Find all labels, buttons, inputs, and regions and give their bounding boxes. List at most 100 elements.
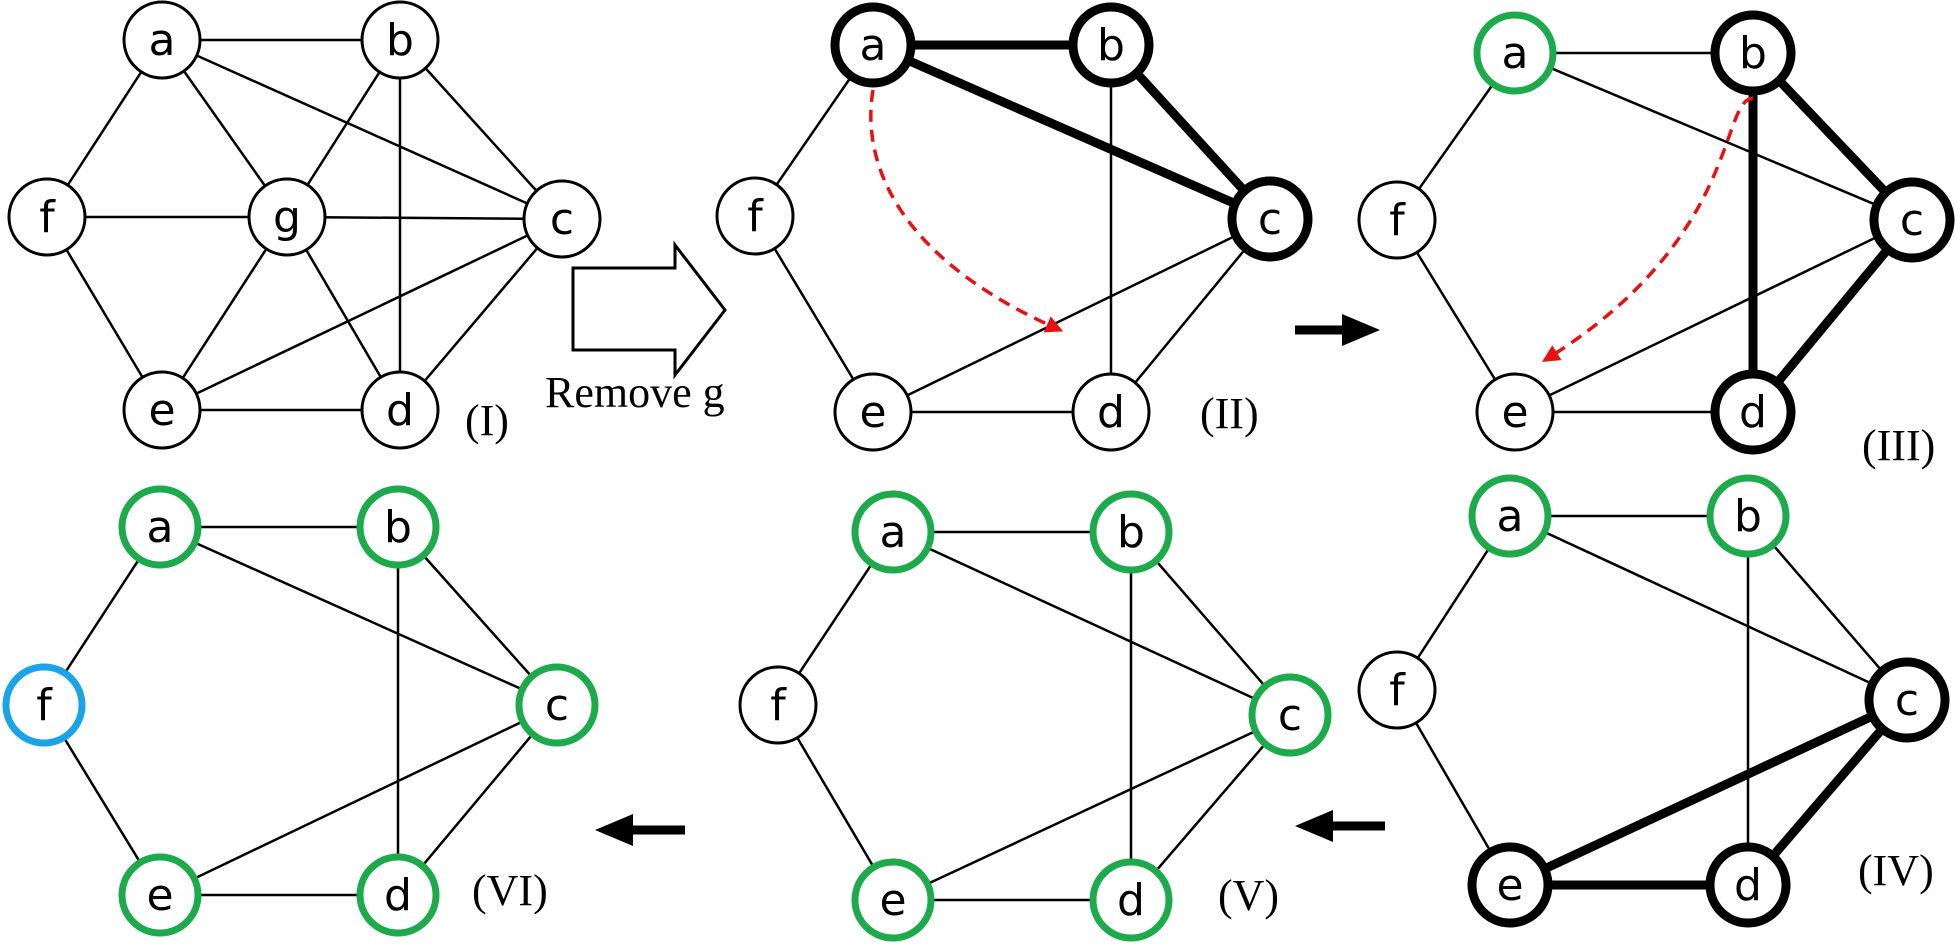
node-label-b: b bbox=[1097, 20, 1125, 71]
step-arrow-II-III bbox=[1295, 314, 1380, 346]
node-f: f bbox=[1357, 180, 1437, 260]
node-label-a: a bbox=[1502, 28, 1529, 79]
move-arrow-b-e bbox=[1542, 96, 1754, 362]
node-label-f: f bbox=[747, 191, 764, 242]
node-b: b bbox=[1068, 2, 1154, 88]
edge-e-c bbox=[158, 703, 559, 897]
node-circle-e bbox=[122, 370, 202, 450]
edge-a-c bbox=[1508, 514, 1909, 702]
panel-label-VI: (VI) bbox=[472, 866, 548, 915]
node-label-f: f bbox=[1389, 665, 1406, 716]
node-circle-d bbox=[360, 370, 440, 450]
node-label-b: b bbox=[384, 502, 412, 553]
node-label-d: d bbox=[1734, 860, 1762, 911]
node-circle-a bbox=[1473, 11, 1557, 95]
node-c: c bbox=[515, 663, 599, 747]
edge-b-c bbox=[398, 38, 564, 221]
step-arrow-IV-V bbox=[1295, 810, 1385, 842]
node-label-b: b bbox=[1734, 491, 1762, 542]
edge-a-c bbox=[891, 530, 1292, 717]
edge-a-c bbox=[158, 525, 559, 707]
node-circle-f bbox=[7, 177, 87, 257]
node-label-f: f bbox=[39, 192, 56, 243]
node-label-b: b bbox=[1739, 28, 1767, 79]
panel-label-V: (V) bbox=[1218, 871, 1279, 920]
node-circle-a bbox=[851, 490, 935, 574]
node-label-c: c bbox=[1278, 690, 1302, 741]
node-circle-b bbox=[1068, 2, 1154, 88]
node-a: a bbox=[1473, 11, 1557, 95]
node-label-d: d bbox=[386, 385, 414, 436]
node-circle-f bbox=[1357, 180, 1437, 260]
node-label-c: c bbox=[545, 680, 569, 731]
node-circle-e bbox=[1467, 842, 1553, 928]
node-label-b: b bbox=[386, 15, 414, 66]
step-arrows bbox=[571, 240, 1385, 846]
node-f: f bbox=[7, 177, 87, 257]
node-circle-c bbox=[522, 179, 602, 259]
node-f: f bbox=[715, 176, 795, 256]
edge-e-c bbox=[1513, 218, 1914, 414]
node-circle-c bbox=[1248, 673, 1332, 757]
node-f: f bbox=[2, 663, 86, 747]
node-circle-d bbox=[1705, 842, 1791, 928]
node-c: c bbox=[522, 179, 602, 259]
node-circle-c bbox=[1869, 177, 1955, 263]
node-circle-e bbox=[833, 372, 913, 452]
node-circle-b bbox=[1089, 490, 1173, 574]
node-label-d: d bbox=[1097, 387, 1125, 438]
node-e: e bbox=[122, 370, 202, 450]
node-label-f: f bbox=[1389, 195, 1406, 246]
node-d: d bbox=[1705, 842, 1791, 928]
move-arrow-a-d bbox=[869, 89, 1064, 333]
panel-label-III: (III) bbox=[1862, 421, 1935, 470]
node-b: b bbox=[360, 0, 440, 80]
node-e: e bbox=[118, 853, 202, 937]
edge-d-c bbox=[398, 217, 564, 412]
node-circle-g bbox=[247, 177, 327, 257]
node-e: e bbox=[1467, 842, 1553, 928]
node-circle-f bbox=[715, 176, 795, 256]
node-c: c bbox=[1227, 176, 1313, 262]
node-a: a bbox=[122, 0, 202, 80]
node-label-c: c bbox=[1895, 675, 1919, 726]
node-label-e: e bbox=[859, 387, 886, 438]
node-a: a bbox=[830, 2, 916, 88]
node-circle-b bbox=[360, 0, 440, 80]
node-a: a bbox=[1468, 474, 1552, 558]
node-label-d: d bbox=[1739, 387, 1767, 438]
node-circle-d bbox=[1089, 858, 1173, 942]
edge-g-c bbox=[285, 215, 564, 221]
step-arrow-I-II bbox=[571, 240, 727, 380]
edge-e-c bbox=[871, 217, 1272, 414]
node-d: d bbox=[360, 370, 440, 450]
node-circle-d bbox=[356, 853, 440, 937]
node-e: e bbox=[833, 372, 913, 452]
node-label-e: e bbox=[879, 875, 906, 926]
node-label-e: e bbox=[148, 385, 175, 436]
node-circle-c bbox=[1864, 657, 1950, 743]
step-arrow-head bbox=[1342, 314, 1380, 346]
node-label-f: f bbox=[770, 680, 787, 731]
node-circle-d bbox=[1071, 372, 1151, 452]
node-circle-c bbox=[515, 663, 599, 747]
node-label-a: a bbox=[880, 507, 907, 558]
node-label-d: d bbox=[1117, 875, 1145, 926]
node-d: d bbox=[1071, 372, 1151, 452]
node-d: d bbox=[1710, 369, 1796, 455]
edge-e-c bbox=[891, 713, 1292, 902]
node-circle-b bbox=[1706, 474, 1790, 558]
node-circle-a bbox=[1468, 474, 1552, 558]
node-d: d bbox=[1089, 858, 1173, 942]
step-arrow-V-VI bbox=[595, 814, 685, 846]
node-c: c bbox=[1869, 177, 1955, 263]
edge-e-c bbox=[1505, 695, 1912, 890]
